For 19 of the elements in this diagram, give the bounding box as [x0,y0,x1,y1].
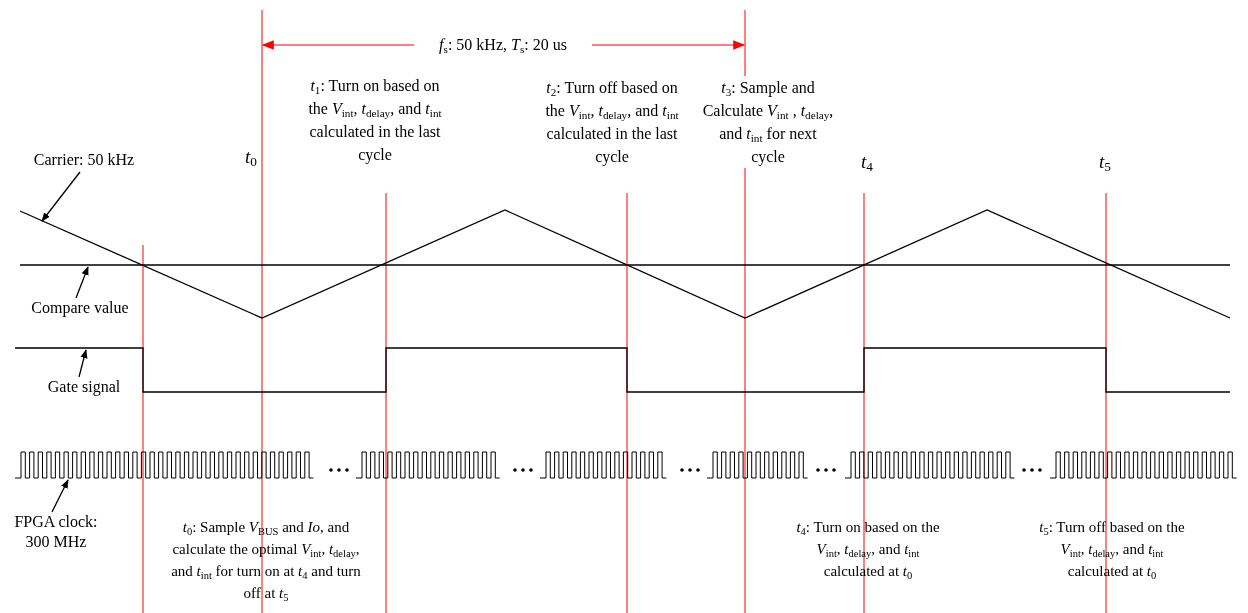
carrier-waveform [19,209,1231,319]
waveform-label: FPGA clock: 300 MHz [13,512,99,552]
annotation-text: t$_{5}$: Turn off based on the V$_{int}$, t$_{delay}$, and t$_{int}$ calculated at t$_{0}$ [1038,518,1186,582]
waveform-label: Gate signal [46,377,122,397]
leader-arrow [78,349,88,378]
annotation-text: t$_{3}$: Sample and Calculate V$_{int}$ , t$_{delay}$, and t$_{int}$ for next cycle [702,76,834,168]
time-label: t$_{5}$ [1098,150,1112,177]
annotation-text: t$_{0}$: Sample V$_{BUS}$ and Io, and calculate the optimal V$_{int}$, t$_{delay}$, and t$_{int}$ for turn on at t$_{4}$ and turn off at t$_{5}$ [170,518,362,604]
time-label: t$_{4}$ [860,150,874,177]
waveform-label: Compare value [30,298,130,318]
waveform-label: Carrier: 50 kHz [32,150,136,170]
leader-arrow [41,171,81,222]
annotation-text: t$_{4}$: Turn on based on the V$_{int}$, t$_{delay}$, and t$_{int}$ calculated at t$_{0}$ [795,518,941,582]
clock-waveform [14,451,1238,479]
leader-arrow [75,266,89,299]
annotation-text: t$_{1}$: Turn on based on the V$_{int}$, t$_{delay}$, and t$_{int}$ calculated in the last cycle [307,76,443,166]
annotation-text: t$_{2}$: Turn off based on the V$_{int}$, t$_{delay}$, and t$_{int}$ calculated in the last cycle [544,78,680,168]
time-label: t$_{0}$ [244,145,258,172]
leader-arrow [51,479,69,513]
